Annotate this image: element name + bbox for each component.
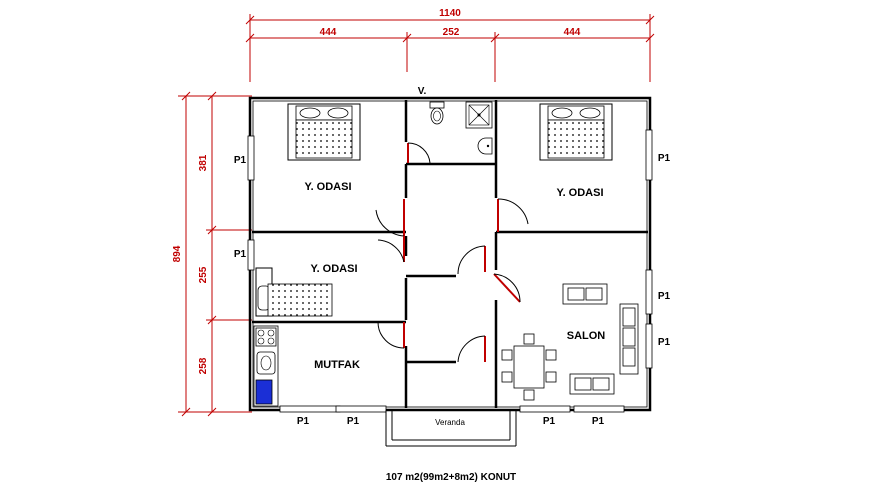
window-label-right-lower: P1	[658, 337, 671, 348]
dimension-total-height: 894	[172, 245, 183, 262]
room-label-wc: V.	[418, 86, 427, 97]
dimension-segment-2: 252	[443, 27, 460, 38]
windows	[247, 129, 653, 413]
veranda	[385, 410, 517, 447]
room-label-bedroom-top-left: Y. ODASI	[304, 181, 351, 193]
room-label-veranda: Veranda	[435, 418, 465, 427]
dimension-segment-3: 444	[564, 27, 581, 38]
window-label-bottom-3: P1	[543, 416, 556, 427]
window-label-right-upper: P1	[658, 153, 671, 164]
double-bed-right	[539, 103, 613, 161]
doors	[375, 142, 529, 363]
window-label-left-upper: P1	[234, 155, 247, 166]
dimension-segment-1: 444	[320, 27, 337, 38]
interior-walls	[252, 100, 648, 408]
wc-fixtures	[429, 101, 493, 155]
salon-furniture	[501, 283, 639, 401]
room-label-salon: SALON	[567, 330, 606, 342]
room-label-bedroom-middle: Y. ODASI	[310, 263, 357, 275]
dimension-left-segment-2: 255	[198, 266, 209, 283]
top-dimensions: 1140 444 252 444	[245, 8, 655, 82]
left-dimensions: 894 381 255 258	[172, 91, 252, 417]
room-label-bedroom-top-right: Y. ODASI	[556, 187, 603, 199]
window-label-left-middle: P1	[234, 249, 247, 260]
plan-caption: 107 m2(99m2+8m2) KONUT	[386, 472, 516, 483]
kitchen-fixtures	[253, 325, 279, 407]
dimension-left-segment-3: 258	[198, 357, 209, 374]
window-label-bottom-4: P1	[592, 416, 605, 427]
dimension-left-segment-1: 381	[198, 154, 209, 171]
window-label-bottom-1: P1	[297, 416, 310, 427]
room-label-kitchen: MUTFAK	[314, 359, 360, 371]
window-label-bottom-2: P1	[347, 416, 360, 427]
single-bed	[255, 267, 333, 317]
dimension-total-width: 1140	[439, 8, 461, 19]
window-label-right-middle: P1	[658, 291, 671, 302]
fridge-icon	[255, 379, 273, 405]
double-bed-left	[287, 103, 361, 161]
